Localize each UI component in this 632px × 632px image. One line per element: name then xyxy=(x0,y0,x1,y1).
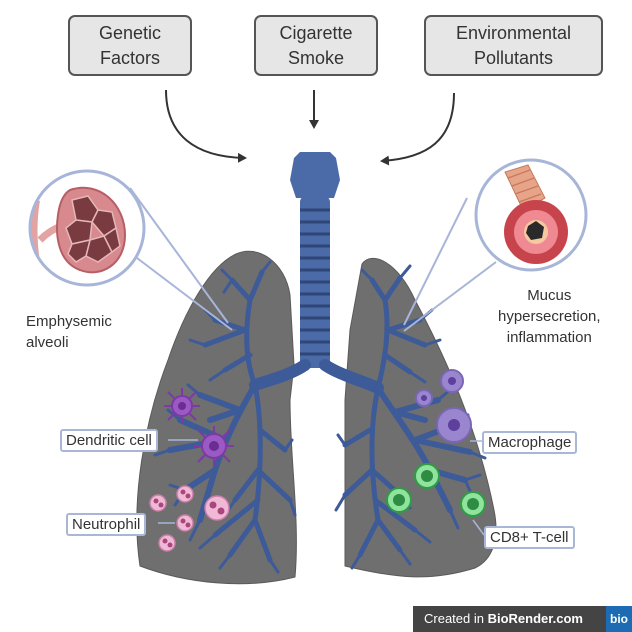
airway-callout xyxy=(474,158,588,272)
arrow-genetic xyxy=(165,89,247,163)
callout-line xyxy=(403,197,468,326)
emphysema-callout xyxy=(28,169,146,287)
neutrophil xyxy=(176,485,194,503)
neutrophil-label: Neutrophil xyxy=(66,513,147,536)
dendritic-cell xyxy=(194,426,234,466)
arrow-environmental xyxy=(380,92,455,166)
badge-prefix: Created in xyxy=(424,611,488,626)
biorender-badge[interactable]: Created in BioRender.com bio xyxy=(413,606,632,632)
macrophage xyxy=(436,407,472,443)
t-cell xyxy=(460,491,486,517)
t-cell xyxy=(414,463,440,489)
emphysema-label: Emphysemic alveoli xyxy=(26,313,112,351)
dendritic-cells xyxy=(164,388,234,466)
mucus-label: Mucus hypersecretion, inflammation xyxy=(498,287,601,346)
neutrophil xyxy=(149,494,167,512)
left-bronchial-tree xyxy=(153,260,311,574)
badge-brand: BioRender.com xyxy=(487,611,583,626)
macrophage xyxy=(415,389,433,407)
neutrophils xyxy=(149,485,230,552)
callout-line xyxy=(136,257,233,331)
dendritic-cell-label: Dendritic cell xyxy=(60,429,158,452)
macrophages xyxy=(415,369,472,443)
right-bronchial-tree xyxy=(319,264,487,570)
cd8-t-cell-label: CD8+ T-cell xyxy=(484,526,575,549)
environmental-pollutants-box: Environmental Pollutants xyxy=(424,15,603,76)
biorender-logo: bio xyxy=(606,606,632,632)
neutrophil xyxy=(176,514,194,532)
genetic-factors-box: Genetic Factors xyxy=(68,15,192,76)
cigarette-smoke-box: Cigarette Smoke xyxy=(254,15,378,76)
macrophage xyxy=(440,369,464,393)
dendritic-cell xyxy=(164,388,200,424)
callout-line xyxy=(129,187,229,324)
trachea xyxy=(290,152,340,368)
macrophage-label: Macrophage xyxy=(482,431,578,454)
cd8-t-cells xyxy=(386,463,486,517)
callout-line xyxy=(403,261,497,332)
pointer-tcell xyxy=(472,519,485,536)
t-cell xyxy=(386,487,412,513)
neutrophil xyxy=(204,495,230,521)
neutrophil xyxy=(158,534,176,552)
